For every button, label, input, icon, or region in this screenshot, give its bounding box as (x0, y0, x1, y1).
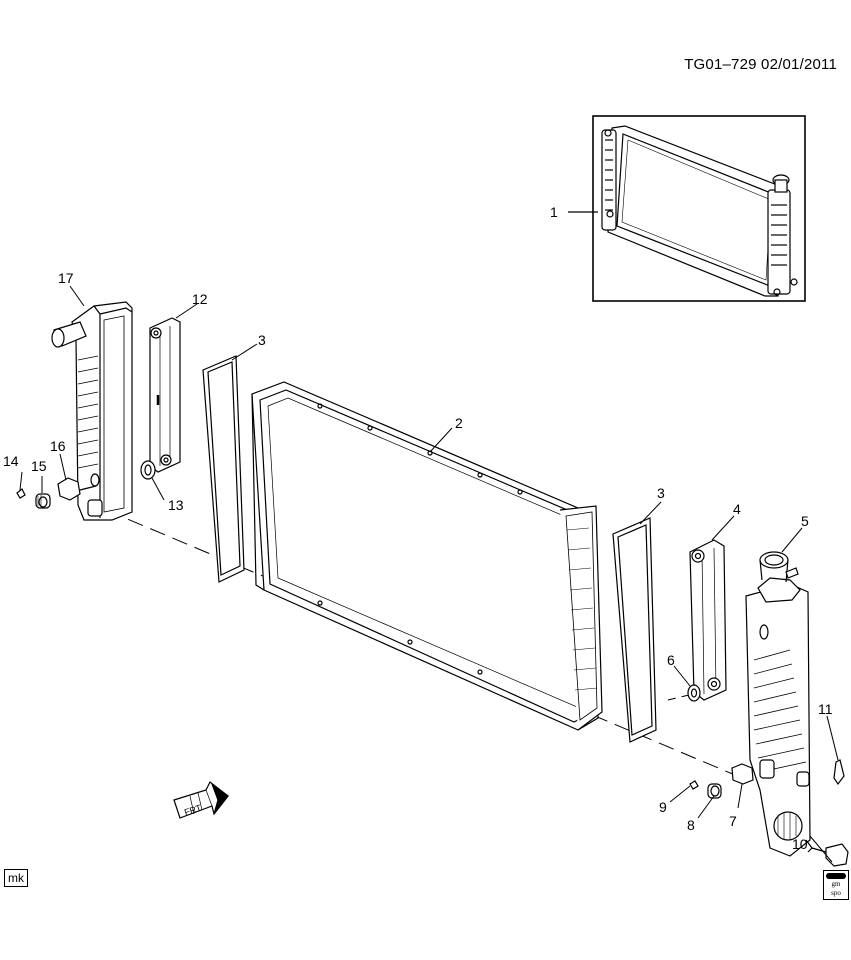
fitting-nut-right (731, 763, 754, 785)
logo-text-spo: spo (831, 889, 841, 897)
clip-right (689, 780, 699, 790)
callout-7: 7 (729, 813, 737, 829)
callout-3-left: 3 (258, 332, 266, 348)
callout-17: 17 (58, 270, 74, 286)
leader-lines (19, 285, 839, 863)
tank-seal-right (612, 517, 657, 743)
callout-1: 1 (550, 204, 558, 220)
drain-valve (811, 843, 849, 867)
radiator-core (251, 381, 603, 731)
left-tank (51, 301, 133, 521)
front-direction-arrow-icon: FRT (173, 781, 229, 819)
callout-12: 12 (192, 291, 208, 307)
fitting-nut-left (57, 477, 97, 501)
callout-11: 11 (818, 701, 833, 717)
retaining-clip (833, 759, 845, 786)
callout-3-right: 3 (657, 485, 665, 501)
callout-5: 5 (801, 513, 809, 529)
callout-14: 14 (3, 453, 19, 469)
left-oil-cooler (149, 317, 181, 473)
illustrator-tag: mk (4, 869, 28, 887)
callout-6: 6 (667, 652, 675, 668)
callout-16: 16 (50, 438, 66, 454)
clip-left (16, 488, 26, 499)
callout-13: 13 (168, 497, 184, 513)
seal-ring-right (687, 684, 701, 702)
callout-9: 9 (659, 799, 667, 815)
callout-4: 4 (733, 501, 741, 517)
drain-plug-right (707, 783, 722, 799)
callout-10: 10 (792, 836, 808, 852)
right-tank (745, 551, 813, 857)
callout-8: 8 (687, 817, 695, 833)
seal-ring-left (140, 460, 156, 480)
drain-plug-left (35, 493, 51, 509)
logo-text-gm: gm (831, 880, 841, 888)
inset-radiator-assembly (592, 115, 806, 302)
tank-seal-left (202, 355, 245, 583)
right-oil-cooler (689, 539, 727, 701)
callout-15: 15 (31, 458, 47, 474)
gm-spo-logo: gm spo (823, 870, 849, 900)
diagram-code: TG01–729 02/01/2011 (684, 56, 837, 73)
callout-2: 2 (455, 415, 463, 431)
